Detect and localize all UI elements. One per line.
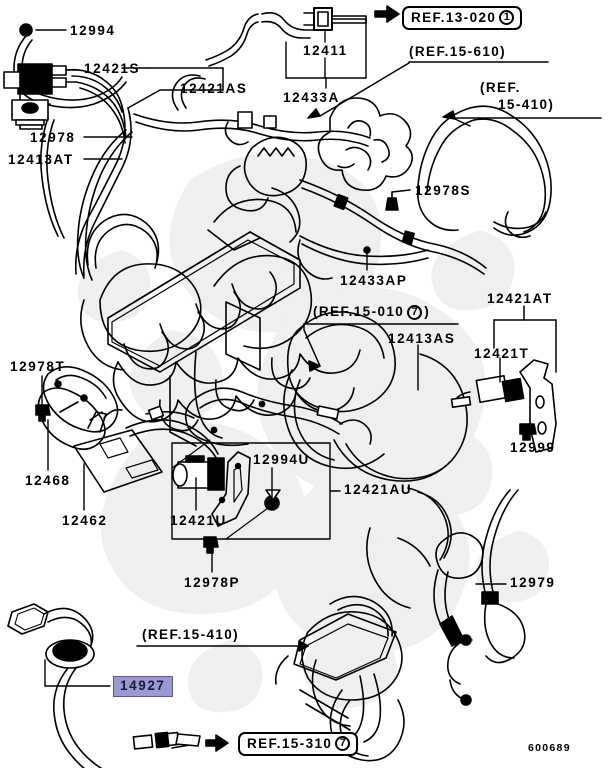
part-label-12433AP[interactable]: 12433AP (340, 273, 408, 288)
part-label-12468[interactable]: 12468 (25, 473, 71, 488)
reference-note-15-410-bottom[interactable]: (REF.15-410) (142, 627, 240, 642)
reference-box-15-310-text: REF.15-310 (247, 735, 333, 751)
part-label-12413AT[interactable]: 12413AT (8, 152, 74, 167)
reference-box-13-020-text: REF.13-020 (411, 9, 497, 25)
highlighted-part-label-14927[interactable]: 14927 (113, 676, 173, 697)
reference-note-15-010[interactable]: (REF.15-010 7 ) (313, 304, 430, 321)
part-label-12433A[interactable]: 12433A (283, 90, 340, 105)
part-label-12999[interactable]: 12999 (510, 440, 556, 455)
reference-box-13-020-circle-number: 1 (499, 10, 515, 25)
reference-note-15-410-top-line1: (REF. (480, 80, 521, 95)
reference-note-15-010-suffix: ) (424, 304, 431, 319)
drawing-code: 600689 (528, 742, 571, 754)
reference-box-15-310-circle-number: 7 (335, 736, 351, 751)
part-label-12994U[interactable]: 12994U (253, 452, 310, 467)
reference-box-15-310[interactable]: REF.15-310 7 (238, 732, 359, 756)
part-label-12421S[interactable]: 12421S (84, 61, 141, 76)
part-label-12462[interactable]: 12462 (62, 513, 108, 528)
part-label-12411[interactable]: 12411 (303, 43, 348, 58)
part-label-12421U[interactable]: 12421U (170, 513, 227, 528)
reference-note-15-610[interactable]: (REF.15-610) (409, 44, 507, 59)
part-label-12421T[interactable]: 12421T (474, 346, 530, 361)
reference-note-15-010-text: (REF.15-010 (313, 304, 405, 319)
part-label-12978[interactable]: 12978 (30, 130, 76, 145)
reference-note-15-010-circle-number: 7 (407, 304, 423, 320)
part-label-12979[interactable]: 12979 (510, 575, 556, 590)
part-label-12978P[interactable]: 12978P (184, 575, 241, 590)
part-label-12421AU[interactable]: 12421AU (344, 482, 413, 497)
part-label-12978T[interactable]: 12978T (10, 359, 66, 374)
reference-note-15-410-top[interactable]: (REF. 15-410) (480, 80, 554, 114)
part-label-12421AT[interactable]: 12421AT (487, 291, 553, 306)
reference-box-13-020[interactable]: REF.13-020 1 (402, 6, 523, 30)
part-label-12978S[interactable]: 12978S (415, 183, 472, 198)
part-label-12994[interactable]: 12994 (70, 23, 116, 38)
reference-note-15-410-top-line2: 15-410) (498, 96, 555, 112)
part-label-12421AS[interactable]: 12421AS (180, 81, 248, 96)
part-label-12413AS[interactable]: 12413AS (388, 331, 456, 346)
